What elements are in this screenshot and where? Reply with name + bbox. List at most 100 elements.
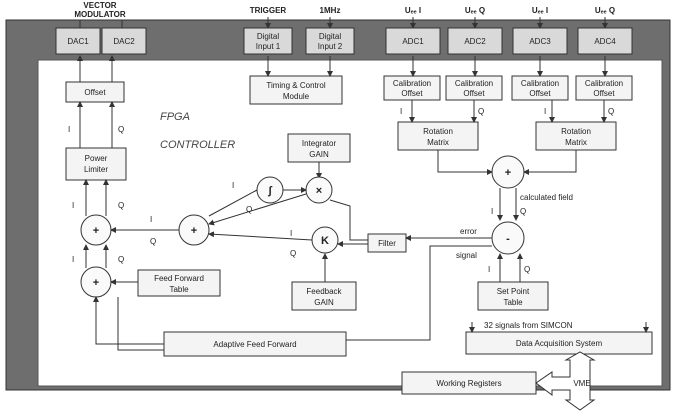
int-q-label: Q (246, 205, 252, 214)
calibration-offset-4-block (575, 75, 633, 101)
cf-q-label: Q (520, 207, 526, 216)
s1-in-q-label: Q (150, 237, 156, 246)
sp-i-label: I (488, 265, 490, 274)
timing-control-label-1: Timing & Control (266, 81, 326, 90)
adaptive-feed-forward-block (163, 331, 347, 357)
dac1-block (55, 27, 101, 55)
digital-input-2-label-1: Digital (319, 32, 341, 41)
calibration-offset-2-label-2: Offset (463, 89, 485, 98)
working-registers-label: Working Registers (436, 379, 501, 388)
feed-forward-table-label-1: Feed Forward (154, 274, 204, 283)
rotation-matrix-2-block (535, 121, 617, 151)
power-limiter-label-1: Power (85, 154, 108, 163)
multiply-operator: × (316, 185, 322, 197)
adc2-label: ADC2 (464, 37, 486, 46)
adc3-block (512, 27, 568, 55)
adc2-input-label: Uₑₑ Q (465, 6, 485, 15)
vector-modulator-label-2: MODULATOR (74, 10, 125, 19)
adc3-label: ADC3 (529, 37, 551, 46)
error-operator: - (506, 233, 510, 245)
s1-i-label: I (72, 201, 74, 210)
digital-input-1-block (243, 27, 293, 55)
vme-bus-arrow (535, 351, 596, 411)
calibration-offset-1-label-2: Offset (401, 89, 423, 98)
s2-i-label: I (72, 255, 74, 264)
adc1-label: ADC1 (402, 37, 424, 46)
signals-simcon-label: 32 signals from SIMCON (484, 321, 573, 330)
feed-forward-table-label-2: Table (169, 285, 189, 294)
digital-input-1-label-1: Digital (257, 32, 279, 41)
adc4-block (577, 27, 633, 55)
rot2-q-label: Q (608, 107, 614, 116)
s2-q-label: Q (118, 255, 124, 264)
feedback-gain-label-1: Feedback (306, 287, 342, 296)
integrator-gain-block (287, 133, 351, 163)
adc1-input-label: Uₑₑ I (405, 6, 421, 15)
k-operator: K (321, 235, 329, 247)
cf-i-label: I (491, 207, 493, 216)
integrator-gain-label-2: GAIN (309, 150, 329, 159)
timing-control-block (249, 75, 343, 105)
field-sum-operator: + (505, 167, 511, 179)
data-acquisition-block (465, 331, 653, 355)
rotation-matrix-1-block (397, 121, 479, 151)
feedforward-sum-operator: + (93, 277, 99, 289)
offset-label: Offset (84, 88, 106, 97)
adaptive-feed-forward-label: Adaptive Feed Forward (213, 340, 296, 349)
digital-input-2-block (305, 27, 355, 55)
rot1-q-label: Q (478, 107, 484, 116)
rotation-matrix-2-label-1: Rotation (561, 127, 591, 136)
calibration-offset-2-label-1: Calibration (455, 79, 493, 88)
adc4-label: ADC4 (594, 37, 616, 46)
calibration-offset-1-block (383, 75, 441, 101)
adc1-block (385, 27, 441, 55)
rot1-i-label: I (400, 107, 402, 116)
adc4-input-label: Uₑₑ Q (595, 6, 615, 15)
feedback-gain-block (291, 281, 357, 311)
calculated-field-label: calculated field (520, 193, 573, 202)
integrator-gain-label-1: Integrator (302, 139, 337, 148)
vme-label: VME (573, 379, 590, 388)
data-acquisition-label: Data Acquisition System (516, 339, 603, 348)
k-q-label: Q (290, 249, 296, 258)
digital-input-2-label-2: Input 2 (318, 42, 343, 51)
calibration-offset-4-label-2: Offset (593, 89, 615, 98)
offset-block (65, 81, 125, 103)
feedback-gain-label-2: GAIN (314, 298, 334, 307)
adc2-block (447, 27, 503, 55)
filter-block (367, 233, 407, 253)
power-limiter-label-2: Limiter (84, 165, 108, 174)
setpoint-table-label-1: Set Point (497, 287, 530, 296)
sp-q-label: Q (524, 265, 530, 274)
pl-i-label: I (68, 125, 70, 134)
calibration-offset-1-label-1: Calibration (393, 79, 431, 88)
s1-in-i-label: I (150, 215, 152, 224)
calibration-offset-4-label-1: Calibration (585, 79, 623, 88)
k-i-label: I (290, 229, 292, 238)
controller-sum-operator: + (191, 225, 197, 237)
feed-forward-table-block (137, 269, 221, 297)
power-limiter-block (65, 147, 127, 181)
calibration-offset-2-block (445, 75, 503, 101)
clock-label: 1MHz (320, 6, 341, 15)
rot2-i-label: I (544, 107, 546, 116)
signal-label: signal (456, 251, 477, 260)
fpga-label: FPGA (160, 111, 190, 123)
setpoint-table-label-2: Table (503, 298, 523, 307)
int-i-label: I (232, 181, 234, 190)
digital-input-1-label-2: Input 1 (256, 42, 281, 51)
integrator-operator: ∫ (267, 185, 272, 197)
vector-modulator-label-1: VECTOR (83, 1, 116, 10)
setpoint-table-block (477, 281, 549, 311)
timing-control-label-2: Module (283, 92, 310, 101)
trigger-label: TRIGGER (250, 6, 287, 15)
dac1-label: DAC1 (67, 37, 89, 46)
adc3-input-label: Uₑₑ I (532, 6, 548, 15)
error-label: error (460, 227, 477, 236)
output-sum-operator: + (93, 225, 99, 237)
s1-q-label: Q (118, 201, 124, 210)
calibration-offset-3-label-2: Offset (529, 89, 551, 98)
filter-label: Filter (378, 239, 396, 248)
pl-q-label: Q (118, 125, 124, 134)
controller-label: CONTROLLER (160, 139, 235, 151)
